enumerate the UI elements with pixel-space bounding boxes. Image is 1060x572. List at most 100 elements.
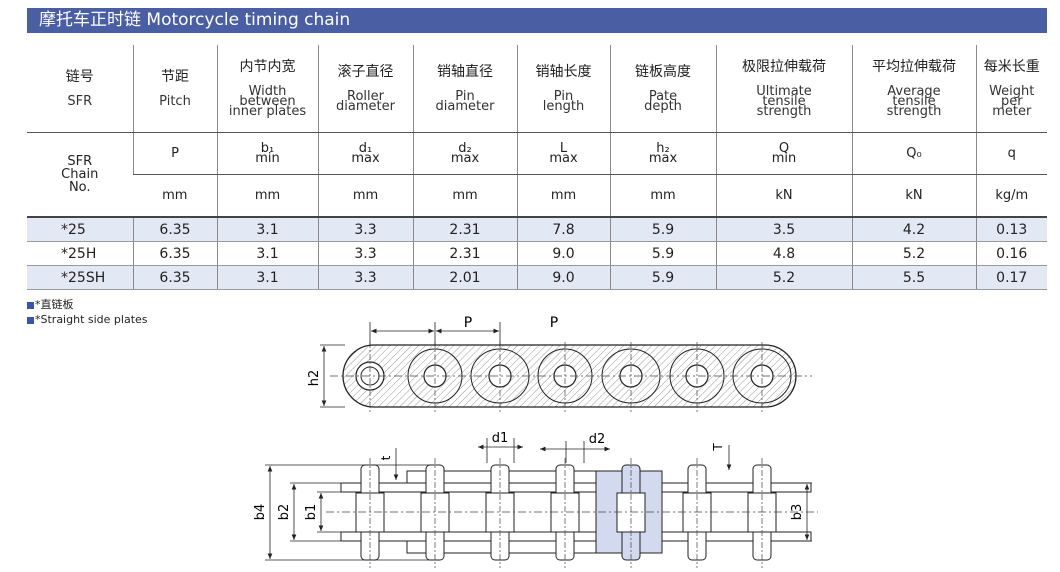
unit-cell: mm — [216, 174, 318, 218]
bottom-view: d1 d2 t T b4 b2 b1 b3 — [253, 431, 818, 568]
unit-cell: mm — [317, 174, 413, 218]
table-cell: 0.13 — [975, 217, 1047, 242]
footnotes: *直链板 *Straight side plates — [27, 297, 148, 327]
dim-label-T: T — [711, 443, 725, 452]
header-en-line: length — [542, 99, 585, 114]
header-en-line: meter — [992, 104, 1032, 119]
unit-cell: mm — [412, 174, 517, 218]
symbol-line: min — [255, 150, 280, 166]
symbol-line: d₁ — [358, 140, 373, 156]
table-cell: 3.5 — [715, 217, 852, 242]
symbol-line: Q — [778, 140, 790, 156]
table-cell: *25H — [27, 241, 133, 266]
header-zh: 每米长重 — [983, 59, 1040, 75]
note-zh: *直链板 — [27, 297, 148, 312]
unit-cell: kN — [851, 174, 976, 218]
roller — [355, 492, 385, 533]
dim-label-b1: b1 — [304, 504, 319, 521]
header-en-line: diameter — [336, 99, 395, 114]
header-en-line: Pin — [553, 89, 574, 104]
table-cell: 4.2 — [851, 217, 976, 242]
symbol-line: P — [171, 145, 179, 161]
symbol-cell: q — [975, 132, 1047, 175]
header-en-line: depth — [644, 99, 682, 114]
header-en-line: Width — [248, 84, 287, 99]
header-en-line: Ultimate — [756, 84, 812, 99]
header-en-line: strength — [886, 104, 942, 119]
header-zh: 链号 — [65, 69, 94, 85]
header-en-line: Average — [887, 84, 941, 99]
table-cell: 6.35 — [132, 265, 217, 290]
header-en-line: Weight — [989, 84, 1035, 99]
header-zh: 平均拉伸载荷 — [872, 59, 956, 75]
table-cell: 3.3 — [317, 241, 413, 266]
column-header: 链号 SFR — [27, 45, 133, 133]
header-en-line: per — [1000, 94, 1023, 109]
dim-label-t: t — [379, 455, 393, 460]
header-en-line: strength — [756, 104, 812, 119]
chain-no-line: Chain — [61, 167, 99, 182]
table-cell: 5.2 — [715, 265, 852, 290]
header-en-line: between — [239, 94, 296, 109]
note-en: *Straight side plates — [27, 312, 148, 327]
unit-cell: kg/m — [975, 174, 1047, 218]
header-zh: 极限拉伸载荷 — [742, 59, 826, 75]
header-en-line: SFR — [67, 94, 93, 109]
dim-label-h2: h2 — [307, 370, 322, 387]
header-en-line: Roller — [347, 89, 384, 104]
dim-label-d1: d1 — [492, 431, 509, 446]
symbol-line: b₁ — [260, 140, 275, 156]
dim-label-b3: b3 — [790, 504, 805, 521]
symbol-line: max — [648, 150, 678, 166]
dim-label-b4: b4 — [253, 504, 268, 521]
dim-label-p: P — [464, 315, 472, 331]
table-cell: 5.9 — [609, 265, 716, 290]
table-cell: 3.3 — [317, 265, 413, 290]
bullet-square-icon — [27, 316, 34, 324]
symbol-line: min — [771, 150, 797, 166]
table-cell: 2.31 — [412, 241, 517, 266]
page-title: 摩托车正时链 Motorcycle timing chain — [27, 8, 1047, 33]
header-en-line: Pin — [455, 89, 475, 104]
header-en-line: inner plates — [228, 104, 307, 119]
unit-cell: mm — [609, 174, 716, 218]
header-zh: 销轴直径 — [437, 64, 493, 80]
header-en-line: tensile — [762, 94, 806, 109]
table-cell: 2.31 — [412, 217, 517, 242]
header-en-line: diameter — [435, 99, 495, 114]
table-cell: 0.16 — [975, 241, 1047, 266]
symbol-line: q — [1007, 145, 1016, 161]
table-cell: 6.35 — [132, 241, 217, 266]
table-cell: 9.0 — [516, 265, 610, 290]
table-cell: 3.3 — [317, 217, 413, 242]
table-cell: 5.9 — [609, 217, 716, 242]
table-cell: 7.8 — [516, 217, 610, 242]
header-en-line: Pitch — [159, 94, 191, 109]
table-cell: 2.01 — [412, 265, 517, 290]
dim-label-b2: b2 — [277, 504, 292, 521]
header-en: Pitch — [134, 94, 217, 109]
header-en: SFR — [27, 94, 133, 109]
